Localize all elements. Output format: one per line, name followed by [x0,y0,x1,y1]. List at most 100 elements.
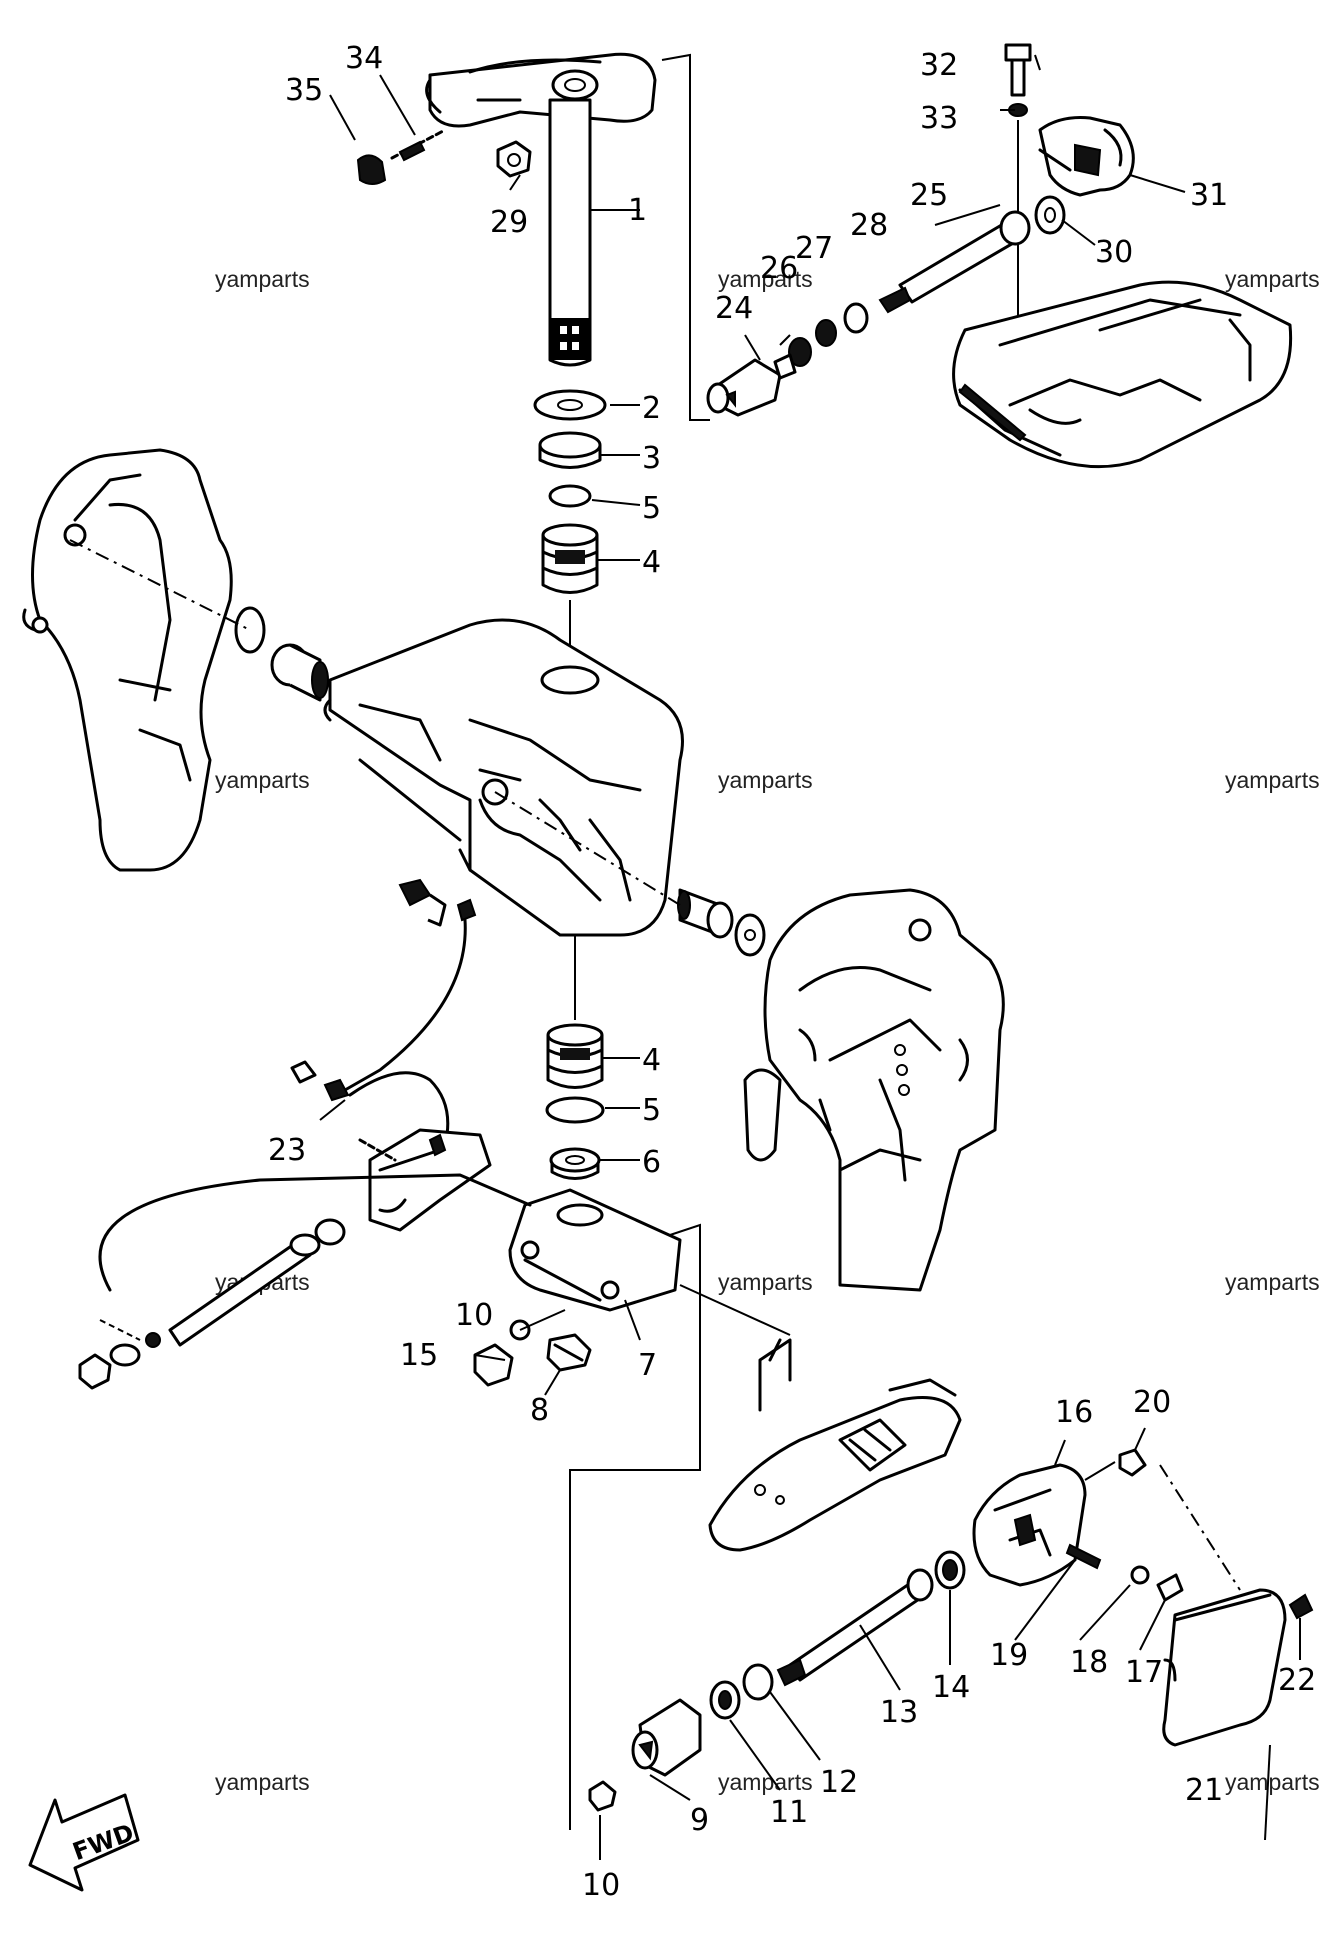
callout-30: 30 [1095,235,1133,270]
steering-bracket-top [425,52,657,128]
callout-11: 11 [770,1795,808,1830]
callout-19: 19 [990,1638,1028,1673]
pin-part-19 [1065,1543,1102,1570]
bolt-part-13 [776,1568,934,1687]
callout-labels: 1 2 3 5 4 4 5 6 7 8 9 10 10 11 12 13 14 … [268,41,1316,1903]
lower-casing [708,1338,962,1552]
callout-28: 28 [850,208,888,243]
bolt-part-17 [1156,1573,1184,1602]
bushing-right [677,888,734,939]
callout-5b: 5 [642,1093,661,1128]
callout-14: 14 [932,1670,970,1705]
callout-32: 32 [920,48,958,83]
axis-line [494,791,681,906]
callout-26: 26 [760,251,798,286]
nut-left-lower [78,1353,112,1390]
watermark-text: yamparts [215,767,310,793]
nut-part-8 [546,1333,592,1372]
callout-9: 9 [690,1803,709,1838]
callout-10b: 10 [582,1868,620,1903]
forward-direction-arrow: FWD [28,1793,140,1892]
callout-24: 24 [715,291,753,326]
tilt-stop-lever-part-31 [1038,116,1135,197]
callout-34: 34 [345,41,383,76]
axis-line [69,539,251,631]
washer-left-lower [109,1343,141,1367]
watermark-text: yamparts [215,1769,310,1795]
steering-rod [98,1173,532,1347]
callout-20: 20 [1133,1385,1171,1420]
bolt-part-32 [1004,43,1032,97]
bolt-part-22 [1288,1593,1314,1620]
washer-part-2 [533,389,607,421]
callout-35: 35 [285,73,323,108]
watermark-text: yamparts [718,266,813,292]
grommet-part-9 [631,1698,702,1777]
watermark-text: yamparts [215,266,310,292]
callout-18: 18 [1070,1645,1108,1680]
callout-3: 3 [642,441,661,476]
bushing-part-4-lower [546,1023,604,1089]
callout-10a: 10 [455,1298,493,1333]
steering-arm-part-7 [508,1188,682,1312]
callout-13: 13 [880,1695,918,1730]
axis-line [1159,1464,1241,1591]
leader-lines [319,54,1301,1860]
watermark-text: yamparts [1225,266,1320,292]
nut-part-6 [549,1147,601,1180]
callout-4a: 4 [642,545,661,580]
knob-part-24 [706,353,797,417]
o-ring-part-5-lower [545,1096,605,1124]
tilt-support-plate [952,280,1293,469]
spring-part-27 [815,319,837,347]
callout-33: 33 [920,101,958,136]
clamp-bracket-right [743,888,1005,1292]
washer-right [734,913,766,957]
o-ring-part-5 [548,484,592,508]
callout-15: 15 [400,1338,438,1373]
assembly-frame-lines [569,53,791,1830]
spring-part-26 [788,337,812,367]
callout-16: 16 [1055,1395,1093,1430]
steering-link-bracket [358,1128,492,1232]
callout-1: 1 [628,193,647,228]
collar-part-30 [1034,195,1066,235]
callout-23: 23 [268,1133,306,1168]
callout-25: 25 [910,178,948,213]
swivel-bracket [323,618,684,937]
callout-21: 21 [1185,1773,1223,1808]
callout-31: 31 [1190,178,1228,213]
callout-7: 7 [638,1348,657,1383]
watermark-text: yamparts [1225,767,1320,793]
callout-4b: 4 [642,1043,661,1078]
collar-part-14 [934,1550,966,1590]
callout-2: 2 [642,391,661,426]
spring-part-28 [843,302,869,334]
watermark-text: yamparts [718,767,813,793]
nut-part-29 [496,140,532,178]
bolt-part-20 [1118,1448,1147,1477]
clamp-bracket-left [22,448,233,872]
trim-tab-holder-part-16 [972,1463,1087,1587]
steering-shaft [548,98,592,367]
bolt-part-35 [356,128,447,185]
callout-29: 29 [490,205,528,240]
watermark-text: yamparts [718,1269,813,1295]
tilt-pin-part-25 [878,210,1031,314]
callout-27: 27 [795,231,833,266]
trim-tab-part-21 [1162,1588,1287,1747]
callout-8: 8 [530,1393,549,1428]
callout-6: 6 [642,1145,661,1180]
washer-part-18 [1130,1565,1150,1585]
nut-part-15 [473,1343,514,1387]
bushing-part-3 [538,431,602,469]
washer-left [234,606,266,654]
washer-part-12 [742,1663,774,1701]
bushing-part-4-upper [541,523,599,594]
callout-22: 22 [1278,1663,1316,1698]
watermark-text: yamparts [1225,1769,1320,1795]
callout-12: 12 [820,1765,858,1800]
bushing-left [270,643,329,702]
